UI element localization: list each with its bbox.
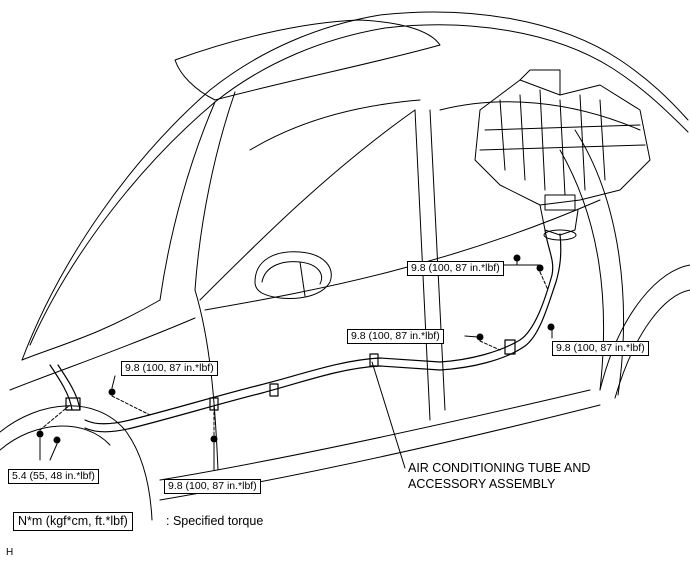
ac-tube [49,229,562,433]
torque-callout-left-lower: 5.4 (55, 48 in.*lbf) [8,469,99,484]
bolt-icon [36,430,44,438]
car-body-outline [0,11,690,521]
side-mirror [254,251,332,299]
bolt-icons [36,254,555,444]
bolt-icon [108,388,116,396]
bolt-icon [210,435,218,443]
figure-code: H [6,547,14,558]
torque-callout-left-upper: 9.8 (100, 87 in.*lbf) [121,361,218,376]
torque-unit-legend: N*m (kgf*cm, ft.*lbf) [13,512,133,531]
assembly-label-line1: AIR CONDITIONING TUBE AND [408,461,591,475]
torque-callout-bottom: 9.8 (100, 87 in.*lbf) [164,479,261,494]
leader-lines [39,257,553,471]
hvac-unit [474,69,651,241]
assembly-label: AIR CONDITIONING TUBE AND ACCESSORY ASSE… [408,460,590,492]
torque-callout-engine-top: 9.8 (100, 87 in.*lbf) [407,261,504,276]
assembly-label-line2: ACCESSORY ASSEMBLY [408,477,556,491]
bolt-icon [53,436,61,444]
torque-legend-description: : Specified torque [166,514,264,528]
torque-callout-middle: 9.8 (100, 87 in.*lbf) [347,329,444,344]
torque-callout-right: 9.8 (100, 87 in.*lbf) [552,341,649,356]
bolt-icon [547,323,555,331]
